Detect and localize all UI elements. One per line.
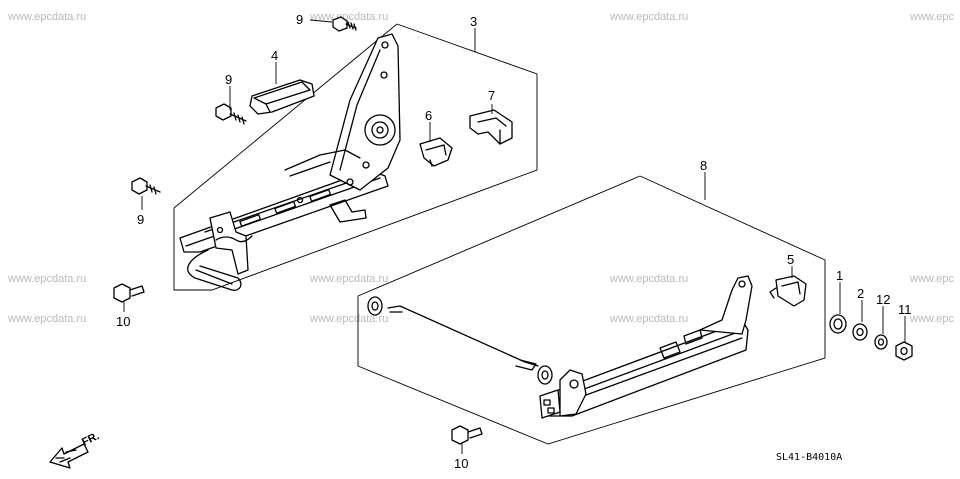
watermark-text: www.epcdata.ru bbox=[7, 273, 86, 285]
watermark-text: www.epcdata.ru bbox=[609, 273, 688, 285]
callout-7: 7 bbox=[488, 88, 495, 103]
part-5-clip bbox=[769, 275, 807, 307]
watermark-text: www.epcdata.ru bbox=[309, 11, 388, 23]
part-10-bolt-lower bbox=[451, 425, 483, 445]
left-seat-adjuster bbox=[179, 33, 401, 291]
watermark-text: www.epcdata.ru bbox=[609, 313, 688, 325]
callout-8: 8 bbox=[700, 158, 707, 173]
part-6-clip bbox=[419, 137, 453, 167]
drawing-code: SL41-B4010A bbox=[776, 452, 842, 463]
callout-10: 10 bbox=[454, 456, 468, 471]
callout-1: 1 bbox=[836, 268, 843, 283]
part-9-bolt-top bbox=[332, 16, 357, 32]
callout-5: 5 bbox=[787, 252, 794, 267]
watermark-text: www.epcdata.ru bbox=[309, 313, 388, 325]
callout-9: 9 bbox=[225, 72, 232, 87]
callout-12: 12 bbox=[876, 292, 890, 307]
callout-leaders bbox=[123, 19, 906, 454]
callout-10: 10 bbox=[116, 314, 130, 329]
callout-2: 2 bbox=[857, 286, 864, 301]
watermark-text: www.epc bbox=[909, 11, 955, 23]
watermark-text: www.epcdata.ru bbox=[309, 273, 388, 285]
part-4-knob bbox=[249, 79, 315, 115]
callout-9: 9 bbox=[296, 12, 303, 27]
callout-labels: 9 4 3 9 9 6 7 8 5 10 10 1 2 12 11 bbox=[116, 12, 912, 471]
watermark-text: www.epc bbox=[909, 273, 955, 285]
lower-assembly-frame bbox=[357, 175, 826, 445]
part-12-washer bbox=[874, 334, 888, 350]
upper-assembly-frame bbox=[173, 23, 538, 291]
callout-11: 11 bbox=[898, 302, 912, 317]
watermark-text: www.epcdata.ru bbox=[7, 313, 86, 325]
callout-9: 9 bbox=[137, 212, 144, 227]
callout-3: 3 bbox=[470, 14, 477, 29]
part-9-bolt-left bbox=[131, 177, 161, 195]
part-1-bushing bbox=[829, 314, 847, 334]
part-11-nut bbox=[895, 341, 913, 361]
part-7-bracket bbox=[469, 109, 513, 145]
callout-6: 6 bbox=[425, 108, 432, 123]
part-9-bolt-mid bbox=[215, 103, 247, 125]
part-10-bolt-upper bbox=[113, 283, 145, 303]
watermark-text: www.epc bbox=[909, 313, 955, 325]
watermarks: www.epcdata.ru www.epcdata.ru www.epcdat… bbox=[7, 11, 955, 325]
lower-seat-track bbox=[367, 275, 753, 419]
watermark-text: www.epcdata.ru bbox=[7, 11, 86, 23]
callout-4: 4 bbox=[271, 48, 278, 63]
front-direction-arrow: FR. bbox=[49, 430, 101, 469]
part-2-washer bbox=[852, 323, 868, 341]
front-label: FR. bbox=[80, 430, 101, 449]
watermark-text: www.epcdata.ru bbox=[609, 11, 688, 23]
